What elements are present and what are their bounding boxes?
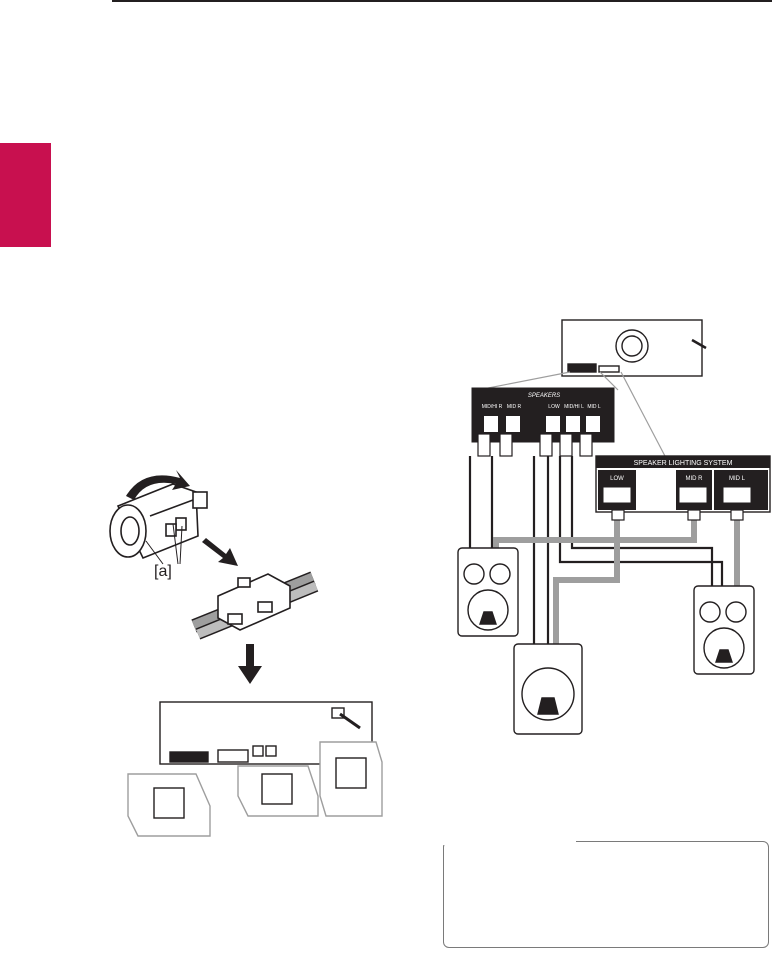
plug-connectors: [477, 433, 744, 521]
ferrite-core-figure: [a]: [109, 470, 383, 837]
speakers-jack-label: LOW: [548, 404, 560, 410]
lighting-panel: SPEAKER LIGHTING SYSTEM LOW MID R MID L: [595, 455, 771, 513]
speaker-cables: [468, 456, 724, 646]
lighting-jack-label: MID L: [729, 476, 746, 482]
rotate-arrow-icon: [126, 470, 190, 500]
speakers-panel: SPEAKERS MID/HI R MID R LOW MID/HI L MID…: [471, 387, 615, 443]
chapter-side-tab: [0, 143, 51, 247]
lighting-jack-label: MID R: [686, 476, 704, 482]
speaker-connection-figure: SPEAKERS MID/HI R MID R LOW MID/HI L MID…: [457, 319, 771, 735]
main-unit-illustration: [561, 319, 707, 377]
zoom-detail-left: [127, 773, 211, 837]
speaker-right: [693, 585, 755, 675]
note-box-title-gap: [443, 839, 576, 845]
callout-label-a: [a]: [154, 563, 172, 580]
arrow-down-right-icon: [202, 538, 238, 566]
speakers-jack-label: MID/HI R: [482, 404, 503, 410]
speaker-left: [457, 547, 519, 637]
speakers-jack-label: MID R: [507, 404, 522, 410]
lighting-cables: [493, 516, 740, 646]
speakers-jack-label: MID L: [587, 404, 601, 410]
speakers-jack-label: MID/HI L: [564, 404, 584, 410]
lighting-panel-title: SPEAKER LIGHTING SYSTEM: [634, 460, 733, 467]
arrow-down-icon: [238, 644, 262, 684]
ferrite-core-illustration: [109, 483, 208, 560]
ferrite-on-cable-illustration: [191, 571, 319, 640]
note-box: [443, 841, 769, 948]
top-rule: [112, 0, 772, 2]
zoom-detail-middle: [237, 765, 319, 817]
zoom-detail-right: [319, 741, 383, 817]
speaker-subwoofer: [513, 643, 583, 735]
lighting-jack-label: LOW: [610, 476, 624, 482]
speakers-panel-title: SPEAKERS: [528, 393, 560, 399]
